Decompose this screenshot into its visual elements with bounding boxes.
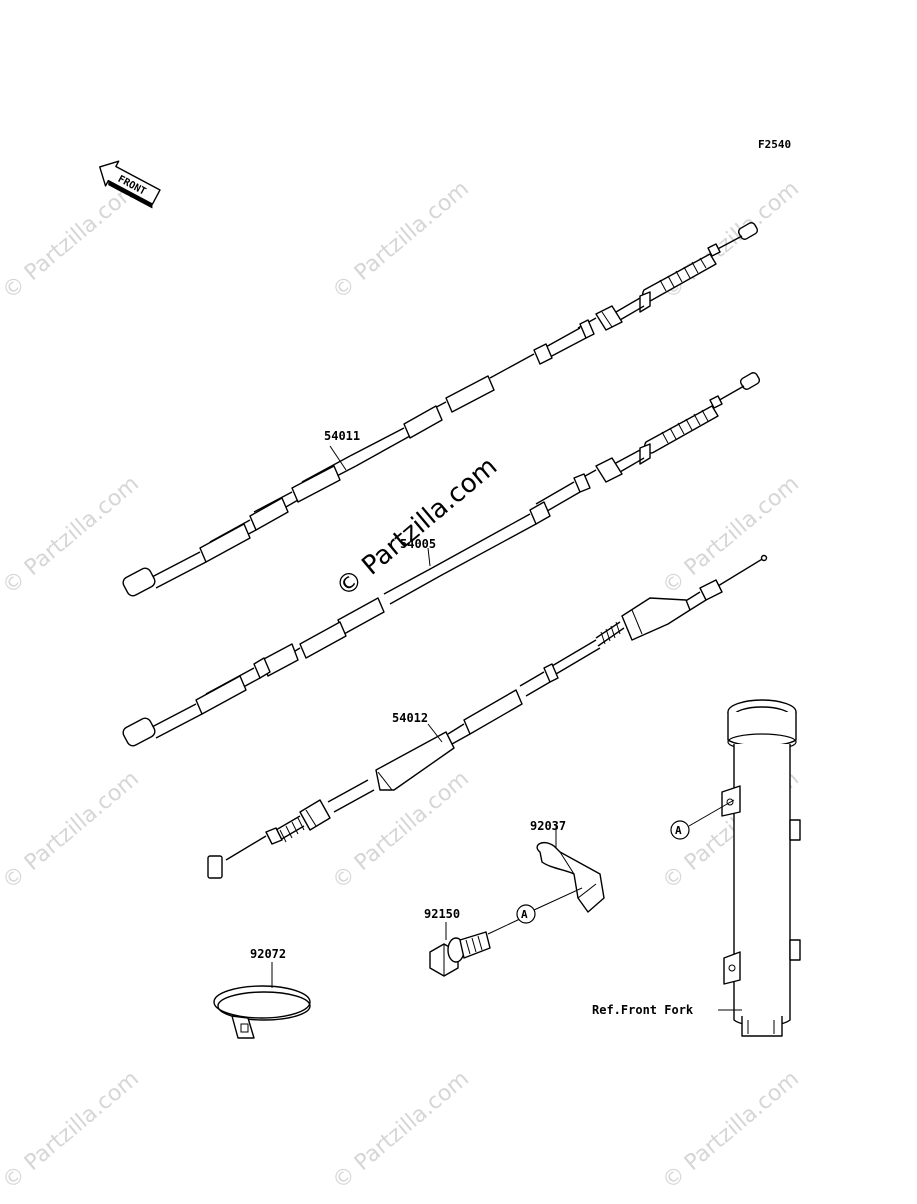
watermark: © Partzilla.com: [658, 471, 804, 599]
part-number-54005: 54005: [400, 537, 436, 551]
clamp-92037[interactable]: 92037: [530, 819, 605, 913]
throttle-cable-end-icon: [207, 855, 223, 879]
watermark: © Partzilla.com: [0, 471, 144, 599]
clutch-cable-54011[interactable]: 54011: [121, 221, 759, 598]
ref-marker-label: A: [675, 824, 682, 837]
watermarks: © Partzilla.com © Partzilla.com © Partzi…: [0, 176, 804, 1194]
part-number-54012: 54012: [392, 711, 428, 725]
part-number-54011: 54011: [324, 429, 360, 443]
bolt-92150[interactable]: 92150: [424, 907, 491, 977]
figure-code: F2540: [758, 138, 791, 151]
part-number-92072: 92072: [250, 947, 286, 961]
center-watermark: © Partzilla.com: [330, 451, 503, 603]
ref-marker-clamp: A: [487, 887, 583, 935]
watermark: © Partzilla.com: [0, 766, 144, 894]
watermark: © Partzilla.com: [658, 1066, 804, 1194]
band-92072[interactable]: 92072: [213, 947, 311, 1039]
part-number-92150: 92150: [424, 907, 460, 921]
watermark: © Partzilla.com: [328, 1066, 474, 1194]
front-arrow-icon: FRONT: [99, 160, 161, 209]
ref-marker-fork: A: [670, 799, 735, 840]
front-fork-reference[interactable]: [721, 699, 801, 1037]
part-number-92037: 92037: [530, 819, 566, 833]
watermark: © Partzilla.com: [328, 176, 474, 304]
ref-marker-label: A: [521, 908, 528, 921]
watermark: © Partzilla.com: [0, 1066, 144, 1194]
watermark: © Partzilla.com: [0, 176, 144, 304]
watermark: © Partzilla.com: [658, 176, 804, 304]
ref-front-fork-label: Ref.Front Fork: [592, 1003, 694, 1017]
clutch-cable-54005[interactable]: 54005: [121, 371, 761, 748]
throttle-cable-54012[interactable]: 54012: [207, 554, 768, 879]
